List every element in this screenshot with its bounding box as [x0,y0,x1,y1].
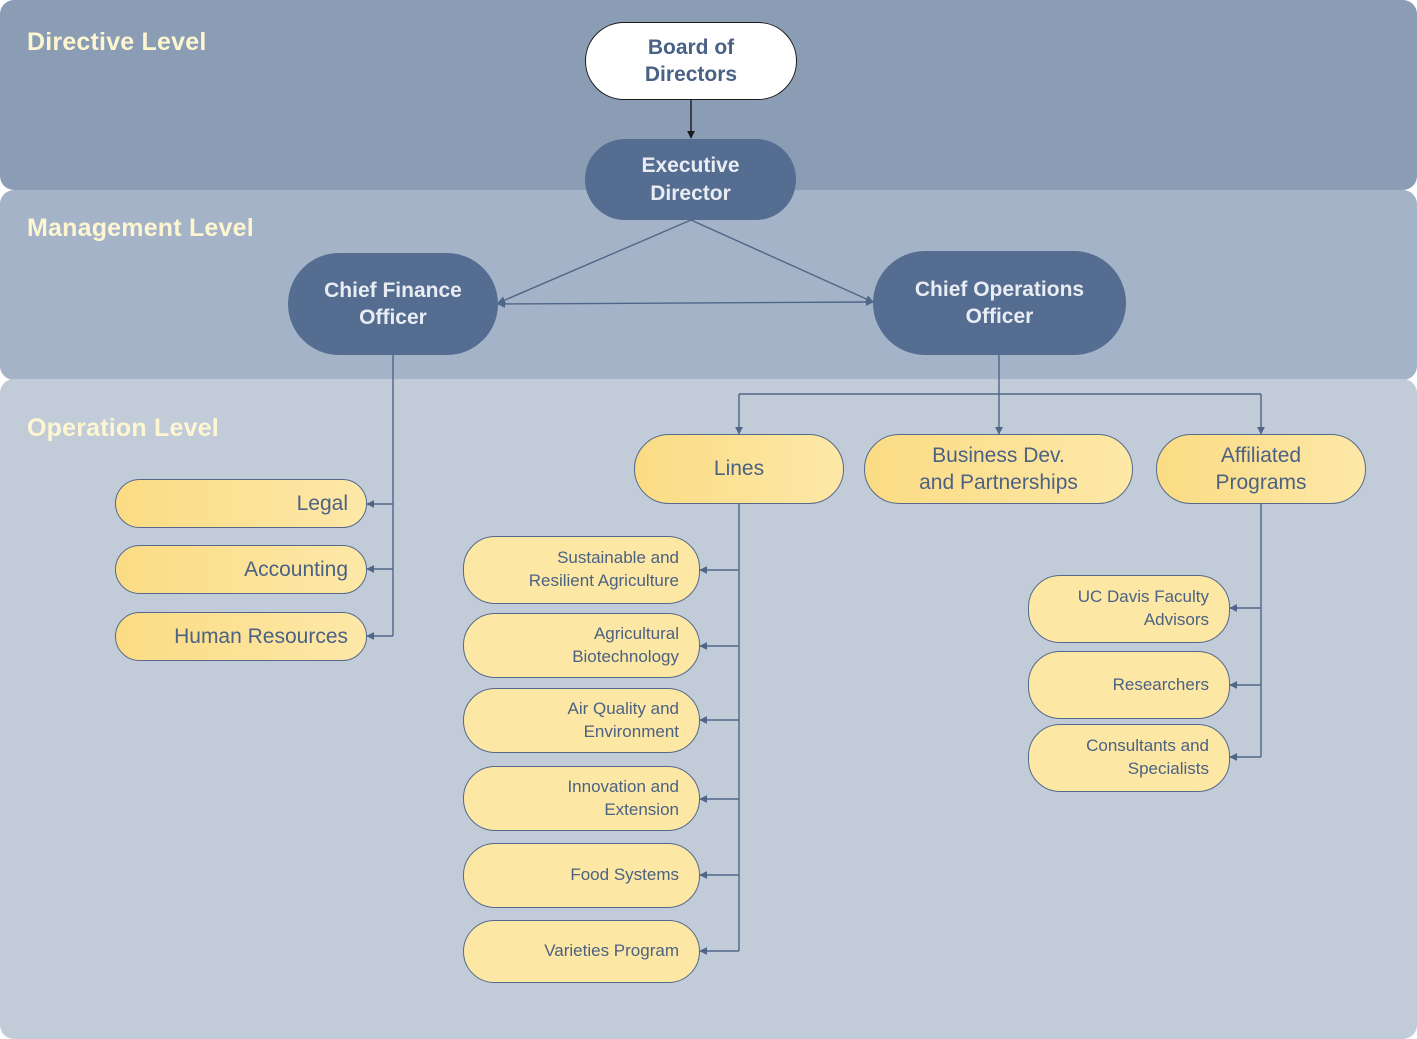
management-level-title: Management Level [27,214,254,242]
management-level-band: Management Level [0,190,1417,380]
affiliated-item-label: Consultants and Specialists [1086,736,1209,778]
lines-item-label: Air Quality and Environment [567,698,680,741]
legal-label: Legal [296,491,348,515]
human-resources-node[interactable]: Human Resources [115,612,367,661]
operation-level-title: Operation Level [27,414,219,442]
chief-finance-officer-label: Chief Finance Officer [324,278,462,329]
connector-lines [366,100,1265,955]
lines-item-sustainable-agriculture[interactable]: Sustainable and Resilient Agriculture [463,536,700,604]
lines-item-food-systems[interactable]: Food Systems [463,843,700,908]
affiliated-item-label: UC Davis Faculty Advisors [1077,587,1209,629]
lines-item-varieties-program[interactable]: Varieties Program [463,920,700,983]
affiliated-item-researchers[interactable]: Researchers [1028,651,1230,719]
lines-node[interactable]: Lines [634,434,844,504]
executive-to-coo-arrow [690,219,874,303]
lines-item-label: Agricultural Biotechnology [572,623,679,666]
directive-level-title: Directive Level [27,28,207,56]
affiliated-item-consultants[interactable]: Consultants and Specialists [1028,724,1230,792]
affiliated-programs-label: Affiliated Programs [1215,443,1307,494]
executive-director-label: Executive Director [641,154,740,205]
accounting-node[interactable]: Accounting [115,545,367,594]
lines-item-agricultural-biotechnology[interactable]: Agricultural Biotechnology [463,613,700,678]
affiliated-item-faculty-advisors[interactable]: UC Davis Faculty Advisors [1028,575,1230,643]
lines-item-label: Food Systems [570,865,679,885]
chief-operations-officer-node[interactable]: Chief Operations Officer [873,251,1126,355]
board-of-directors-node[interactable]: Board of Directors [585,22,797,100]
business-dev-node[interactable]: Business Dev. and Partnerships [864,434,1133,504]
executive-director-node[interactable]: Executive Director [585,139,796,220]
lines-item-air-quality[interactable]: Air Quality and Environment [463,688,700,753]
affiliated-programs-node[interactable]: Affiliated Programs [1156,434,1366,504]
human-resources-label: Human Resources [174,624,348,648]
lines-item-innovation-extension[interactable]: Innovation and Extension [463,766,700,831]
legal-node[interactable]: Legal [115,479,367,528]
chief-finance-officer-node[interactable]: Chief Finance Officer [288,253,498,355]
accounting-label: Accounting [244,557,348,581]
lines-item-label: Varieties Program [544,941,679,961]
lines-item-label: Innovation and Extension [567,776,679,819]
board-of-directors-label: Board of Directors [644,35,738,86]
lines-label: Lines [713,457,765,481]
affiliated-item-label: Researchers [1112,674,1209,694]
cfo-coo-link-arrow [497,298,874,308]
business-dev-label: Business Dev. and Partnerships [919,443,1078,494]
lines-item-label: Sustainable and Resilient Agriculture [528,548,679,590]
chief-operations-officer-label: Chief Operations Officer [914,277,1085,328]
executive-to-cfo-arrow [497,219,692,304]
